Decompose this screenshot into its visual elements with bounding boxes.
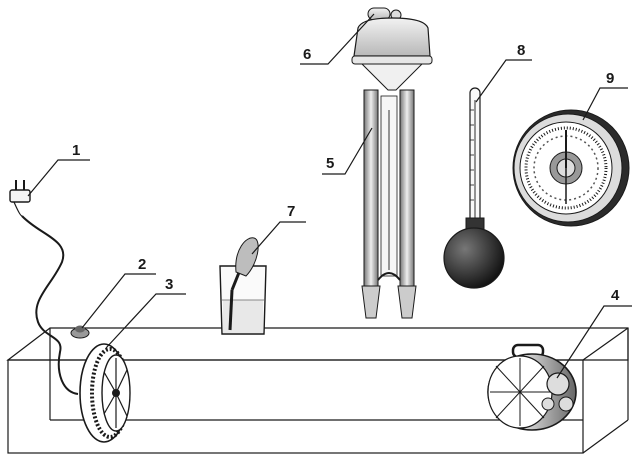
label-1: 1	[72, 142, 80, 159]
fan-icon	[79, 343, 131, 443]
label-9: 9	[606, 70, 614, 87]
power-plug-icon	[9, 180, 31, 217]
power-switch	[70, 325, 90, 339]
wind-tunnel-box	[6, 327, 629, 454]
bulb-thermometer	[443, 87, 505, 289]
label-7: 7	[287, 203, 295, 220]
psychrometer	[351, 7, 433, 319]
label-8: 8	[517, 42, 525, 59]
label-6: 6	[303, 46, 311, 63]
label-5: 5	[326, 155, 334, 172]
label-3: 3	[165, 276, 173, 293]
leader-lines	[27, 13, 632, 379]
beaker	[219, 237, 267, 335]
label-2: 2	[138, 256, 146, 273]
barometer-icon	[512, 109, 630, 227]
anemometer	[487, 343, 577, 431]
power-cable	[21, 215, 79, 395]
label-4: 4	[611, 287, 620, 304]
